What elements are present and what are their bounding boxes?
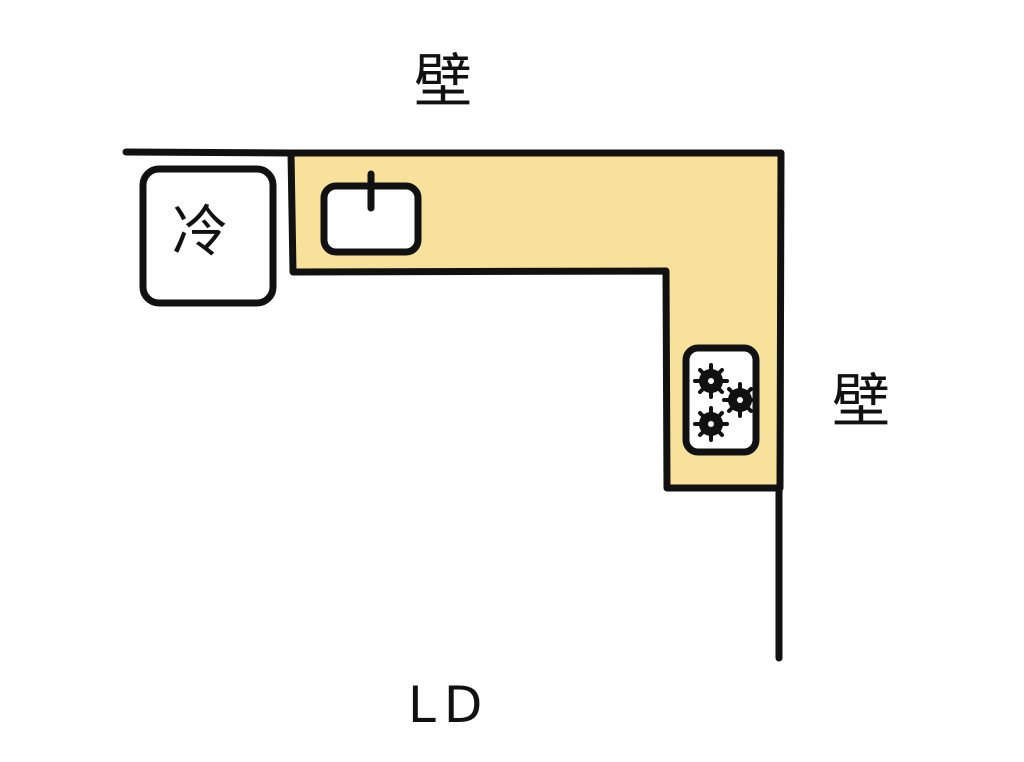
burner-icons [693, 363, 758, 442]
top-wall-line [122, 148, 294, 157]
burner-icon [722, 382, 758, 418]
burner-icon [693, 363, 729, 399]
burner-icon [693, 406, 729, 442]
fridge-label: 冷 [172, 200, 228, 265]
wall-top-label: 壁 [414, 47, 473, 115]
living-dining-label: LD [408, 676, 491, 734]
fridge-icon [139, 165, 277, 307]
wall-right-label: 壁 [832, 367, 891, 435]
